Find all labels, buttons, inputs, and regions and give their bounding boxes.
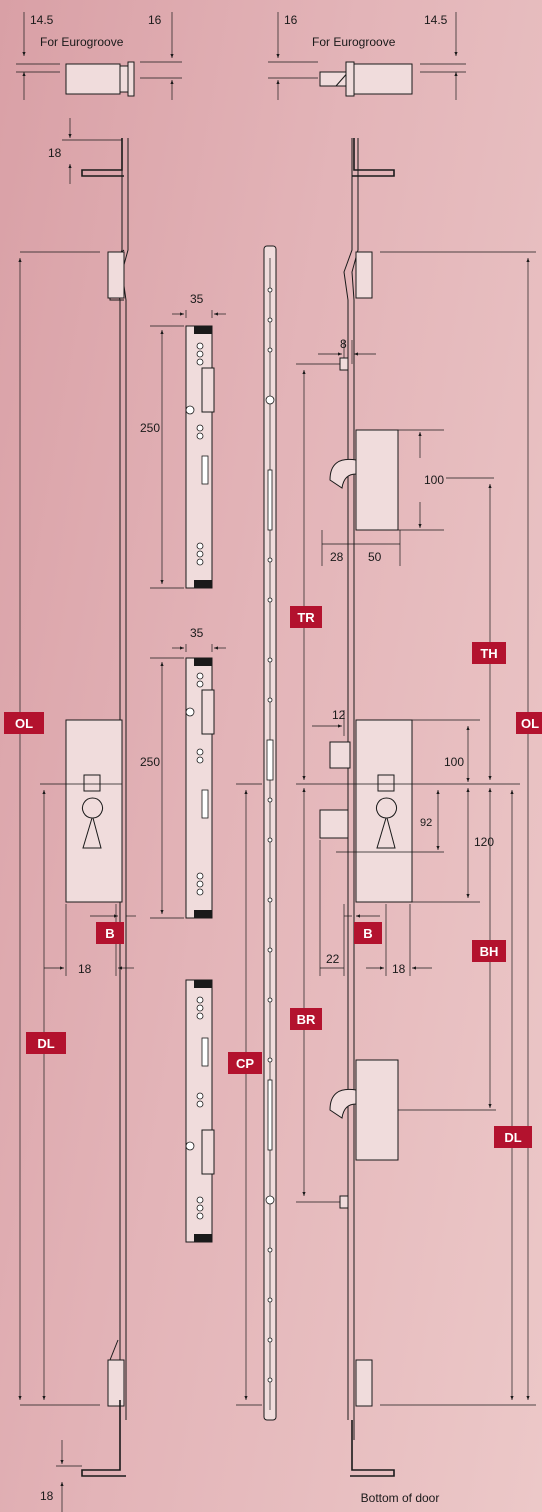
- svg-text:DL: DL: [37, 1036, 54, 1051]
- badge-ol-right: OL: [516, 712, 542, 734]
- svg-text:OL: OL: [521, 716, 539, 731]
- bottom-of-door-note: Bottom of door: [361, 1491, 440, 1505]
- badge-tr: TR: [290, 606, 322, 628]
- svg-text:B: B: [105, 926, 114, 941]
- badge-b-left: B: [96, 922, 124, 944]
- svg-text:TH: TH: [480, 646, 497, 661]
- svg-text:CP: CP: [236, 1056, 254, 1071]
- dim-16-right: 16: [284, 13, 298, 27]
- dim-92: 92: [420, 817, 432, 829]
- svg-text:BH: BH: [480, 944, 499, 959]
- badge-b-right: B: [354, 922, 382, 944]
- badge-dl-left: DL: [26, 1032, 66, 1054]
- strike-plate-1: 35 250: [140, 292, 226, 589]
- dim-250-a: 250: [140, 421, 160, 435]
- dim-28: 28: [330, 550, 344, 564]
- dim-18-left-b: 18: [78, 962, 92, 976]
- dim-18-bottom: 18: [40, 1489, 54, 1503]
- left-lock-bar: 18 18 18: [18, 118, 136, 1512]
- eurogroove-detail-right: 16 14.5 For Eurogroove: [268, 12, 466, 100]
- svg-text:OL: OL: [15, 716, 33, 731]
- dim-100-top: 100: [424, 473, 444, 487]
- svg-text:B: B: [363, 926, 372, 941]
- badge-ol-left: OL: [4, 712, 44, 734]
- badge-cp: CP: [228, 1052, 262, 1074]
- dim-100-case: 100: [444, 755, 464, 769]
- dim-22: 22: [326, 952, 340, 966]
- badge-bh: BH: [472, 940, 506, 962]
- eurogroove-note-right: For Eurogroove: [312, 35, 396, 49]
- dim-14-5-left: 14.5: [30, 13, 54, 27]
- dim-35-a: 35: [190, 292, 204, 306]
- dim-18-top: 18: [48, 146, 62, 160]
- dim-14-5-right: 14.5: [424, 13, 448, 27]
- svg-text:DL: DL: [504, 1130, 521, 1145]
- eurogroove-detail-left: 14.5 16 For Eurogroove: [16, 12, 182, 100]
- right-lock-bar: 8 100 28 50 12 100 120: [296, 138, 536, 1505]
- dim-120: 120: [474, 835, 494, 849]
- badge-br: BR: [290, 1008, 322, 1030]
- dim-18-right-b: 18: [392, 962, 406, 976]
- badge-dl-right: DL: [494, 1126, 532, 1148]
- dim-35-b: 35: [190, 626, 204, 640]
- strike-plate-3: [185, 979, 215, 1243]
- center-rail: [236, 245, 277, 1421]
- dim-16-left: 16: [148, 13, 162, 27]
- dim-8: 8: [340, 337, 347, 351]
- eurogroove-note-left: For Eurogroove: [40, 35, 124, 49]
- svg-text:BR: BR: [297, 1012, 316, 1027]
- dim-50: 50: [368, 550, 382, 564]
- dim-250-b: 250: [140, 755, 160, 769]
- strike-plate-2: 35 250: [140, 626, 226, 919]
- badge-th: TH: [472, 642, 506, 664]
- dim-12: 12: [332, 708, 346, 722]
- svg-text:TR: TR: [297, 610, 315, 625]
